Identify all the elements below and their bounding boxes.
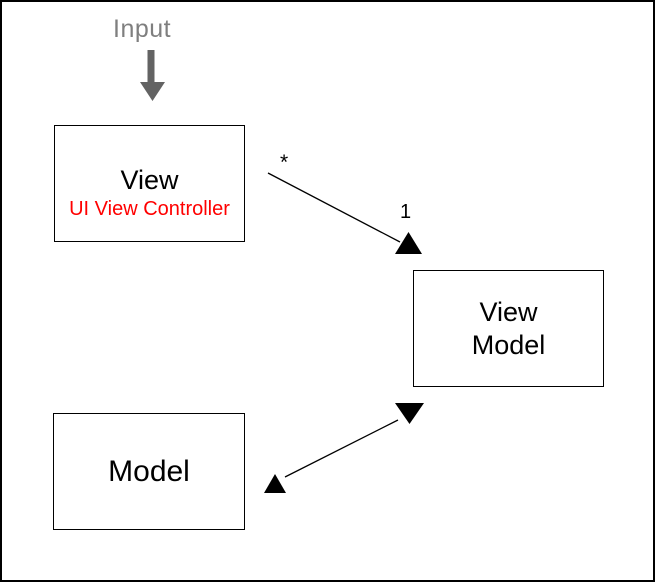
multiplicity-one-label: 1 (400, 201, 412, 223)
arrowhead-icon (264, 474, 286, 493)
view-model-box-title-line2: Model (471, 329, 546, 360)
view-box-content: View UI View Controller (69, 164, 230, 222)
arrowhead-icon (395, 403, 424, 424)
arrowhead-icon (395, 232, 422, 254)
view-model-box-title-line1: View (479, 296, 538, 327)
model-box-title: Model (108, 454, 190, 488)
model-viewmodel-double-arrow (264, 403, 424, 493)
view-box-title: View (120, 164, 179, 195)
model-box: Model (53, 413, 245, 530)
input-down-arrow-icon (140, 50, 165, 101)
view-box: View UI View Controller (54, 125, 245, 242)
view-to-viewmodel-arrow (267, 172, 422, 254)
multiplicity-star-label: * (280, 151, 289, 174)
input-label: Input (113, 15, 172, 43)
view-model-box: View Model (413, 270, 604, 387)
view-box-subtitle: UI View Controller (69, 198, 230, 221)
